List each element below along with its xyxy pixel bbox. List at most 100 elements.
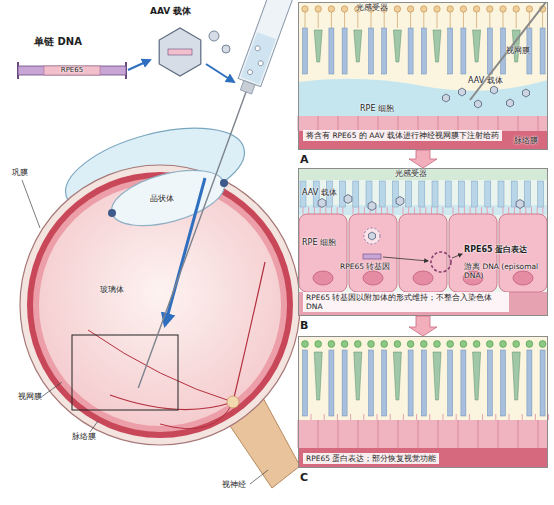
photoreceptor-body — [328, 341, 335, 348]
rod-cell — [303, 350, 308, 416]
gene-label: RPE65 — [44, 66, 100, 74]
part-label: AAV 载体 — [302, 188, 346, 198]
diagram-label: 单链 DNA — [34, 36, 104, 48]
photoreceptor-body — [487, 6, 493, 12]
cone-cell — [393, 30, 401, 62]
rod-cell — [540, 28, 545, 74]
microvillus — [487, 207, 488, 214]
aav-capsid — [369, 232, 376, 240]
photoreceptor-body — [500, 6, 506, 12]
outer-segment — [472, 181, 478, 207]
aav-capsid — [516, 200, 524, 209]
rpe-cell-border — [398, 420, 399, 448]
rpe-cell-border — [358, 420, 359, 448]
cone-cell — [314, 352, 322, 400]
flow-arrow — [409, 316, 437, 336]
leader-line — [250, 470, 268, 484]
cell-fiber — [423, 12, 424, 28]
choroid-layer — [298, 292, 548, 316]
panel-caption: RPE65 转基因以附加体的形式维持；不整合入染色体 DNA — [303, 292, 509, 312]
aav-capsid — [491, 86, 498, 94]
microvillus — [358, 207, 359, 214]
photoreceptor-layer — [298, 168, 548, 180]
panel-letter: B — [300, 319, 308, 332]
rpe-layer — [298, 116, 548, 131]
aav-capsid — [344, 195, 352, 204]
microvillus — [464, 207, 465, 214]
part-label: RPE 细胞 — [302, 238, 346, 248]
part-label: RPE 细胞 — [360, 104, 404, 114]
rod-cell — [329, 28, 334, 74]
rod-cell — [501, 350, 506, 416]
cell-fiber — [463, 12, 464, 28]
cell-fiber — [450, 12, 451, 28]
cone-cell — [314, 30, 322, 62]
rod-cell — [382, 350, 387, 416]
microvillus — [535, 414, 536, 420]
microvillus — [314, 207, 315, 214]
aav-capsid — [257, 60, 263, 66]
photoreceptor-body — [513, 6, 519, 12]
aav-capsid — [459, 88, 466, 96]
microvillus — [458, 207, 459, 214]
panel-background — [298, 336, 548, 468]
needle — [470, 2, 546, 100]
rpe-cell-border — [438, 420, 439, 448]
cone-cell — [393, 352, 401, 400]
rod-cell — [369, 350, 374, 416]
cell-fiber — [344, 12, 345, 28]
microvillus — [363, 414, 364, 420]
rpe-cell-border — [498, 116, 499, 131]
photoreceptor-body — [526, 341, 533, 348]
gene-segment — [44, 66, 100, 75]
rod-cell — [501, 28, 506, 74]
aav-capsid — [222, 45, 230, 53]
rod-cell — [461, 350, 466, 416]
part-label: 脉络膜 — [72, 432, 108, 442]
rpe-cell-border — [458, 420, 459, 448]
cell-fiber — [397, 12, 398, 28]
rpe-cell-border — [318, 420, 319, 448]
cone-cell — [473, 352, 481, 400]
panel-background — [298, 168, 548, 316]
process-arrow — [452, 254, 462, 258]
microvillus — [353, 207, 354, 214]
photoreceptor-body — [328, 6, 334, 12]
microvillus — [482, 414, 483, 420]
syringe-barrel — [238, 0, 295, 87]
outer-segment — [458, 181, 464, 207]
cell-fiber — [516, 12, 517, 28]
photoreceptor-body — [302, 6, 308, 12]
leader-line — [40, 382, 62, 398]
part-label: AAV 载体 — [468, 76, 518, 86]
photoreceptor-body — [368, 341, 375, 348]
photoreceptor-body — [407, 341, 414, 348]
transgene — [363, 254, 381, 259]
microvillus — [425, 207, 426, 214]
part-label: 脉络膜 — [514, 136, 548, 146]
syringe-fluid — [241, 32, 276, 84]
photoreceptor-body — [315, 341, 322, 348]
photoreceptor-body — [302, 341, 309, 348]
microvillus — [437, 207, 438, 214]
cell-fiber — [529, 12, 530, 28]
aav-capsid — [159, 28, 201, 76]
microvillus — [403, 207, 404, 214]
microvillus — [542, 207, 543, 214]
part-label: 晶状体 — [150, 194, 190, 204]
photoreceptor-body — [473, 6, 479, 12]
iris — [220, 179, 228, 187]
microvillus — [495, 414, 496, 420]
photoreceptor-body — [447, 6, 453, 12]
outer-segment — [406, 181, 412, 207]
microvillus — [492, 207, 493, 214]
microvillus — [337, 414, 338, 420]
aav-capsid — [254, 45, 260, 51]
microvillus — [481, 207, 482, 214]
cell-fiber — [542, 12, 543, 28]
outer-segment — [353, 181, 359, 207]
rod-cell — [369, 28, 374, 74]
dna-strand — [18, 66, 126, 75]
rpe-cell-border — [378, 116, 379, 131]
